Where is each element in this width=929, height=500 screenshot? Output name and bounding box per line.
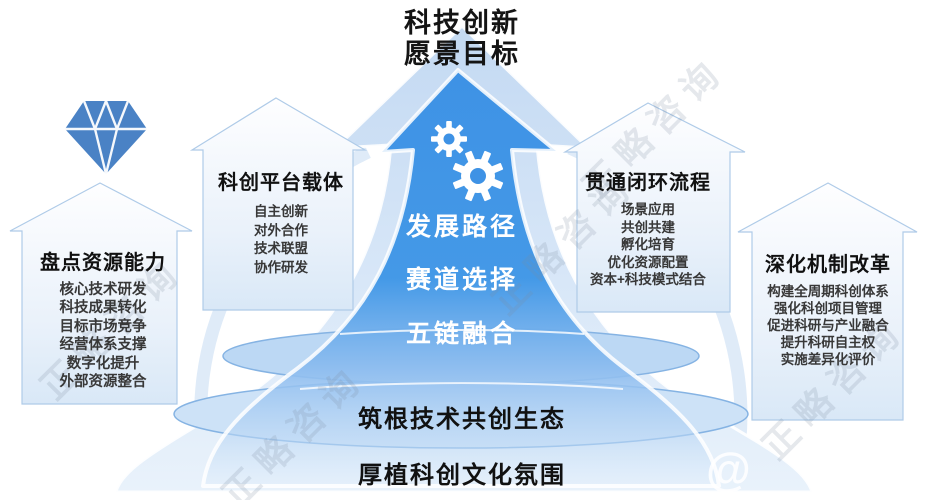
list-item: 经营体系支撑 <box>59 337 147 354</box>
gear-large-icon <box>452 150 504 202</box>
foundation-band-label: 筑根技术共创生态 <box>358 406 566 433</box>
main-arrow-shape <box>201 68 721 488</box>
list-item: 实施差异化评价 <box>780 352 876 367</box>
list-item: 构建全周期科创体系 <box>767 284 889 299</box>
list-item: 对外合作 <box>254 222 308 238</box>
diamond-icon <box>65 100 147 175</box>
house-resources-title: 盘点资源能力 <box>40 252 166 274</box>
list-item: 外部资源整合 <box>59 374 147 391</box>
list-item: 资本+科技模式结合 <box>590 272 706 288</box>
list-item: 数字化提升 <box>66 355 140 372</box>
list-item: 协作研发 <box>254 259 308 275</box>
outer-ellipse-rim <box>299 382 624 390</box>
list-item: 自主创新 <box>254 204 308 219</box>
list-item: 优化资源配置 <box>607 254 689 270</box>
list-item: 技术联盟 <box>254 241 308 256</box>
house-resources-items: 核心技术研发 科技成果转化 目标市场竞争 经营体系支撑 数字化提升 外部资源整合 <box>13 281 193 391</box>
list-item: 目标市场竞争 <box>59 318 147 335</box>
arrow-step-label: 赛道选择 <box>405 266 518 294</box>
list-item: 孵化培育 <box>621 237 675 253</box>
gear-small-icon <box>431 121 467 157</box>
diagram-title: 科技创新 愿景目标 <box>312 8 612 70</box>
house-reform-title: 深化机制改革 <box>765 254 891 276</box>
house-platform-title: 科创平台载体 <box>218 172 344 194</box>
house-process-title: 贯通闭环流程 <box>585 172 711 194</box>
list-item: 促进科研与产业融合 <box>767 318 889 333</box>
diagram-title-line1: 科技创新 <box>404 8 520 38</box>
list-item: 强化科创项目管理 <box>774 301 882 316</box>
diagram-title-line2: 愿景目标 <box>404 39 520 69</box>
arrow-step-label: 发展路径 <box>405 213 518 241</box>
list-item: 科技成果转化 <box>59 300 147 317</box>
house-reform-items: 构建全周期科创体系 强化科创项目管理 促进科研与产业融合 提升科研自主权 实施差… <box>738 283 918 368</box>
house-shape-reform <box>737 182 918 421</box>
house-process-items: 场景应用 共创共建 孵化培育 优化资源配置 资本+科技模式结合 <box>558 201 738 289</box>
list-item: 核心技术研发 <box>59 282 147 298</box>
house-platform-items: 自主创新 对外合作 技术联盟 协作研发 <box>191 203 371 277</box>
house-shape-process <box>562 102 746 313</box>
list-item: 场景应用 <box>621 202 675 217</box>
arrow-step-label: 五链融合 <box>405 320 518 348</box>
list-item: 共创共建 <box>621 219 675 235</box>
house-shape-platform <box>189 97 368 311</box>
foundation-band-label: 厚植科创文化氛围 <box>358 462 566 489</box>
house-shape-resources <box>9 182 193 405</box>
inner-ellipse-rim <box>339 329 585 335</box>
list-item: 提升科研自主权 <box>780 335 876 350</box>
